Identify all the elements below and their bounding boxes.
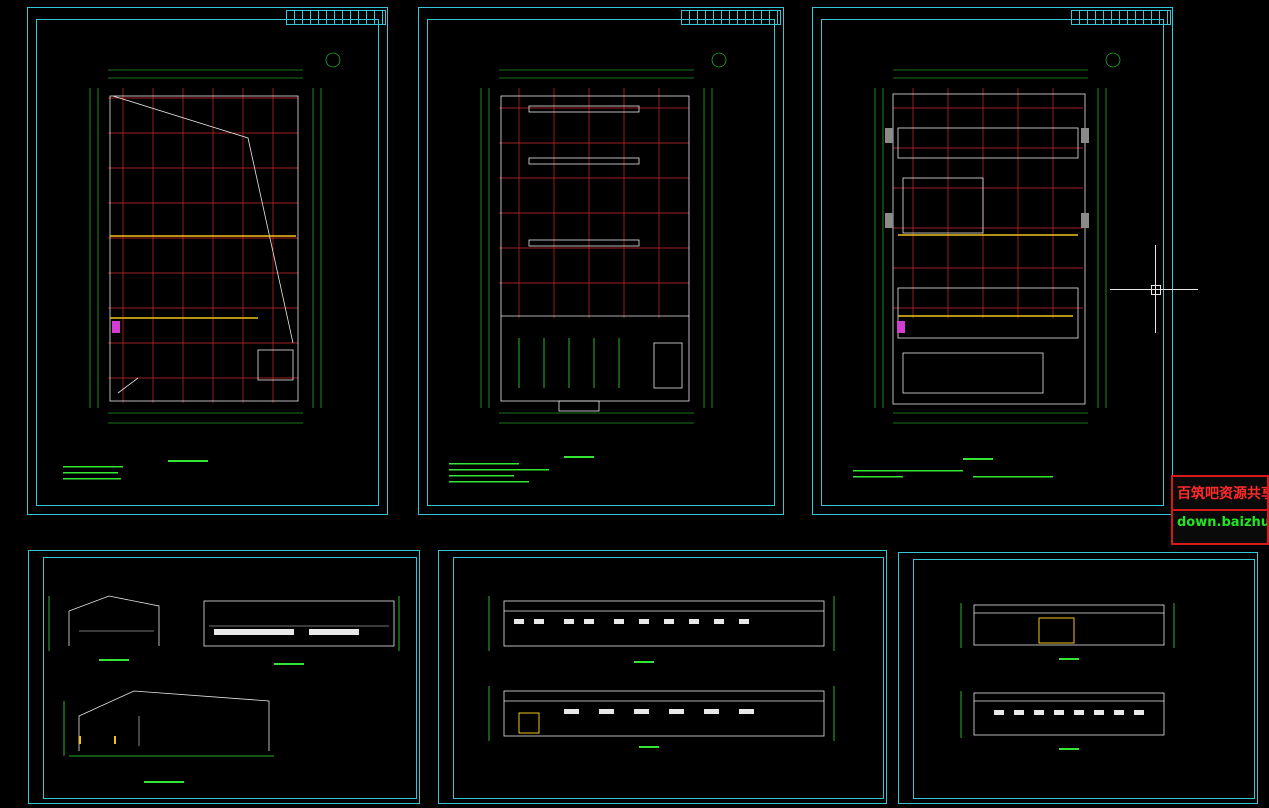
plan-notes	[63, 460, 208, 480]
title-block	[286, 10, 386, 25]
sheet-elevations-1[interactable]	[438, 550, 887, 804]
sheet-frame	[913, 559, 1255, 799]
crosshair-vertical	[1155, 245, 1156, 333]
sheet-elevations-2[interactable]	[898, 552, 1258, 804]
title-block	[681, 10, 781, 25]
floor-plan-drawing	[63, 52, 341, 480]
sheet-floor-plan-1[interactable]	[27, 7, 388, 515]
axis-grid	[108, 88, 298, 403]
floor-plan-drawing	[449, 52, 727, 483]
sheet-frame	[36, 19, 379, 506]
section-drawing	[48, 595, 400, 783]
accent-block	[112, 321, 120, 333]
watermark-url: down.baizhu8	[1177, 515, 1269, 530]
watermark-badge: 百筑吧资源共享 down.baizhu8	[1171, 475, 1269, 545]
yellow-beams	[110, 235, 296, 319]
sheet-floor-plan-2[interactable]	[418, 7, 784, 515]
elevation-drawing	[960, 603, 1175, 750]
elevation-drawing	[488, 596, 835, 748]
title-block	[1071, 10, 1171, 25]
sheet-sections[interactable]	[28, 550, 420, 804]
watermark-divider	[1173, 509, 1267, 511]
walls	[109, 95, 299, 402]
watermark-site-name: 百筑吧资源共享	[1177, 486, 1269, 502]
floor-plan-drawing	[853, 52, 1121, 478]
sheet-frame	[427, 19, 775, 506]
dimension-lines	[89, 52, 341, 424]
sheet-floor-plan-3[interactable]	[812, 7, 1173, 515]
sheet-frame	[43, 557, 417, 799]
sheet-frame	[821, 19, 1164, 506]
crosshair-horizontal	[1110, 289, 1198, 290]
cursor-pickbox	[1151, 285, 1161, 295]
sheet-frame	[453, 557, 884, 799]
